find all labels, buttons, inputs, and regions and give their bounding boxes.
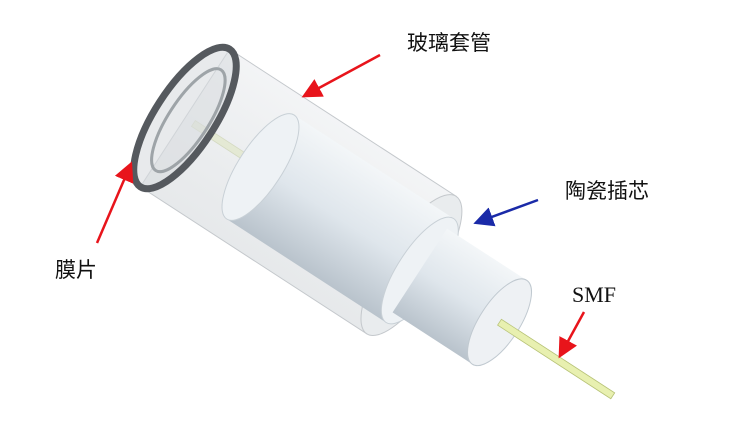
arrow-smf	[558, 311, 586, 359]
arrow-ceramic-ferrule	[473, 198, 539, 227]
arrow-glass-tube	[301, 53, 381, 98]
arrow-diaphragm	[95, 161, 134, 244]
diaphragm	[130, 43, 240, 193]
label-diaphragm: 膜片	[55, 258, 97, 282]
diaphragm-inner	[150, 67, 227, 174]
label-ceramic-ferrule: 陶瓷插芯	[565, 179, 649, 203]
fiber-exit	[497, 318, 616, 400]
label-glass-tube: 玻璃套管	[407, 31, 491, 55]
ceramic-ferrule-back	[221, 113, 300, 221]
label-smf: SMF	[572, 282, 617, 307]
